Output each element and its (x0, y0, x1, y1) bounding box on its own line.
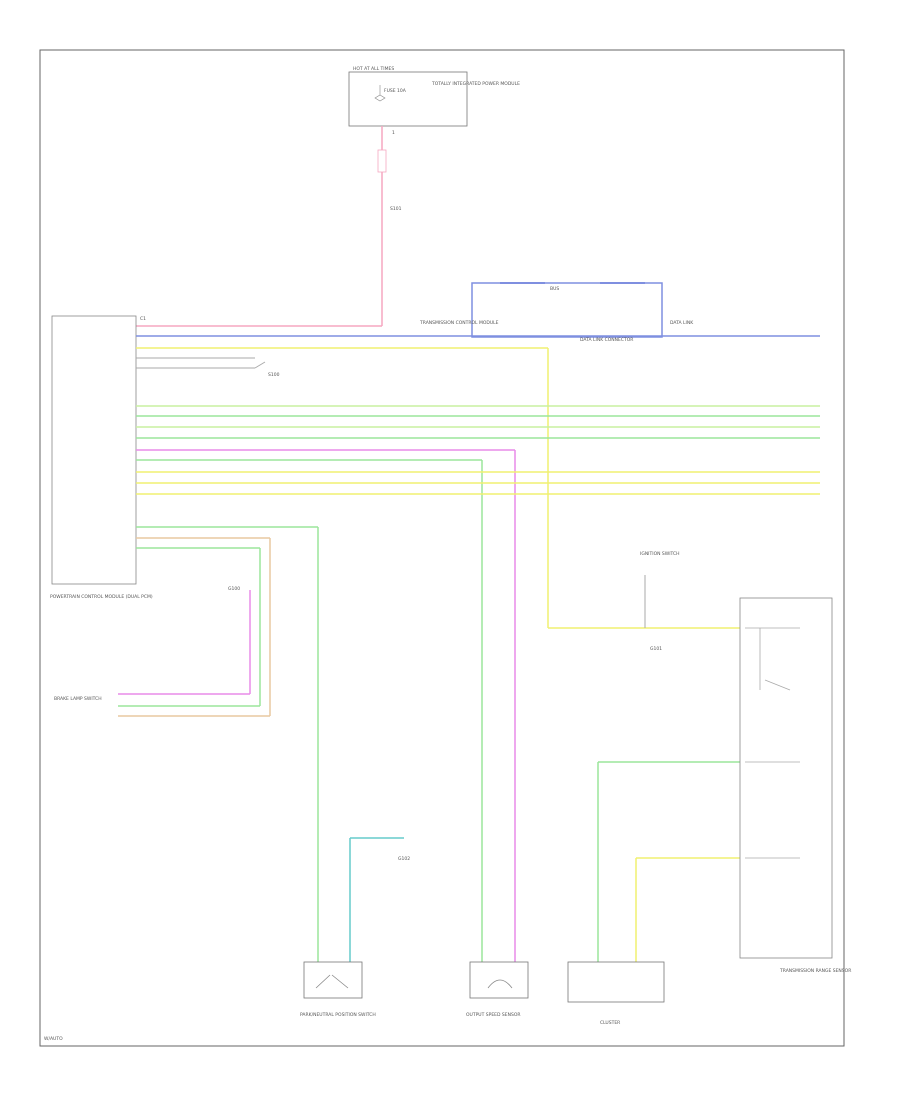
svg-text:G102: G102 (398, 856, 410, 862)
transmission-range-sensor-label: TRANSMISSION RANGE SENSOR (779, 968, 851, 974)
splice-label: S100 (268, 372, 280, 378)
data-bus: TRANSMISSION CONTROL MODULE BUS DATA LIN… (136, 282, 820, 343)
ground-label: G101 (650, 646, 662, 652)
brake-lamp-switch: BRAKE LAMP SWITCH (54, 590, 270, 717)
output-speed-sensor: OUTPUT SPEED SENSOR (466, 961, 529, 1018)
transmission-range-sensor: TRANSMISSION RANGE SENSOR (739, 597, 851, 974)
bottom-note: W/AUTO (44, 1036, 63, 1042)
ground-note: G100 (228, 586, 240, 592)
cluster: CLUSTER (567, 761, 745, 1026)
ignition-switch-label: IGNITION SWITCH (640, 551, 680, 557)
cluster-label: CLUSTER (600, 1020, 620, 1026)
ignition-switch: IGNITION SWITCH G101 (640, 551, 680, 652)
speed-sensor-label: OUTPUT SPEED SENSOR (466, 1012, 521, 1018)
connector-pin-label: C1 (140, 316, 146, 322)
right-bus-label: DATA LINK (670, 320, 694, 326)
fuse-box-title: HOT AT ALL TIMES (353, 66, 394, 72)
park-neutral-switch-label: PARK/NEUTRAL POSITION SWITCH (300, 1012, 376, 1018)
pcm-label: POWERTRAIN CONTROL MODULE (DUAL PCM) (50, 594, 153, 600)
data-link-label: DATA LINK CONNECTOR (580, 337, 633, 343)
fuse-box-side-text: TOTALLY INTEGRATED POWER MODULE (431, 81, 520, 87)
diagram-frame (39, 49, 845, 1047)
svg-text:S101: S101 (390, 206, 402, 212)
bus-label: BUS (550, 286, 559, 292)
park-neutral-switch: PARK/NEUTRAL POSITION SWITCH (300, 961, 376, 1018)
fuse-box: HOT AT ALL TIMES FUSE 10A TOTALLY INTEGR… (348, 66, 520, 136)
fuse-box-fuse: FUSE 10A (384, 88, 407, 94)
tcm-label: TRANSMISSION CONTROL MODULE (419, 320, 499, 326)
pcm-connector: POWERTRAIN CONTROL MODULE (DUAL PCM) (50, 315, 153, 600)
fuse-box-pin: 1 (392, 130, 395, 136)
brake-lamp-switch-label: BRAKE LAMP SWITCH (54, 696, 102, 702)
